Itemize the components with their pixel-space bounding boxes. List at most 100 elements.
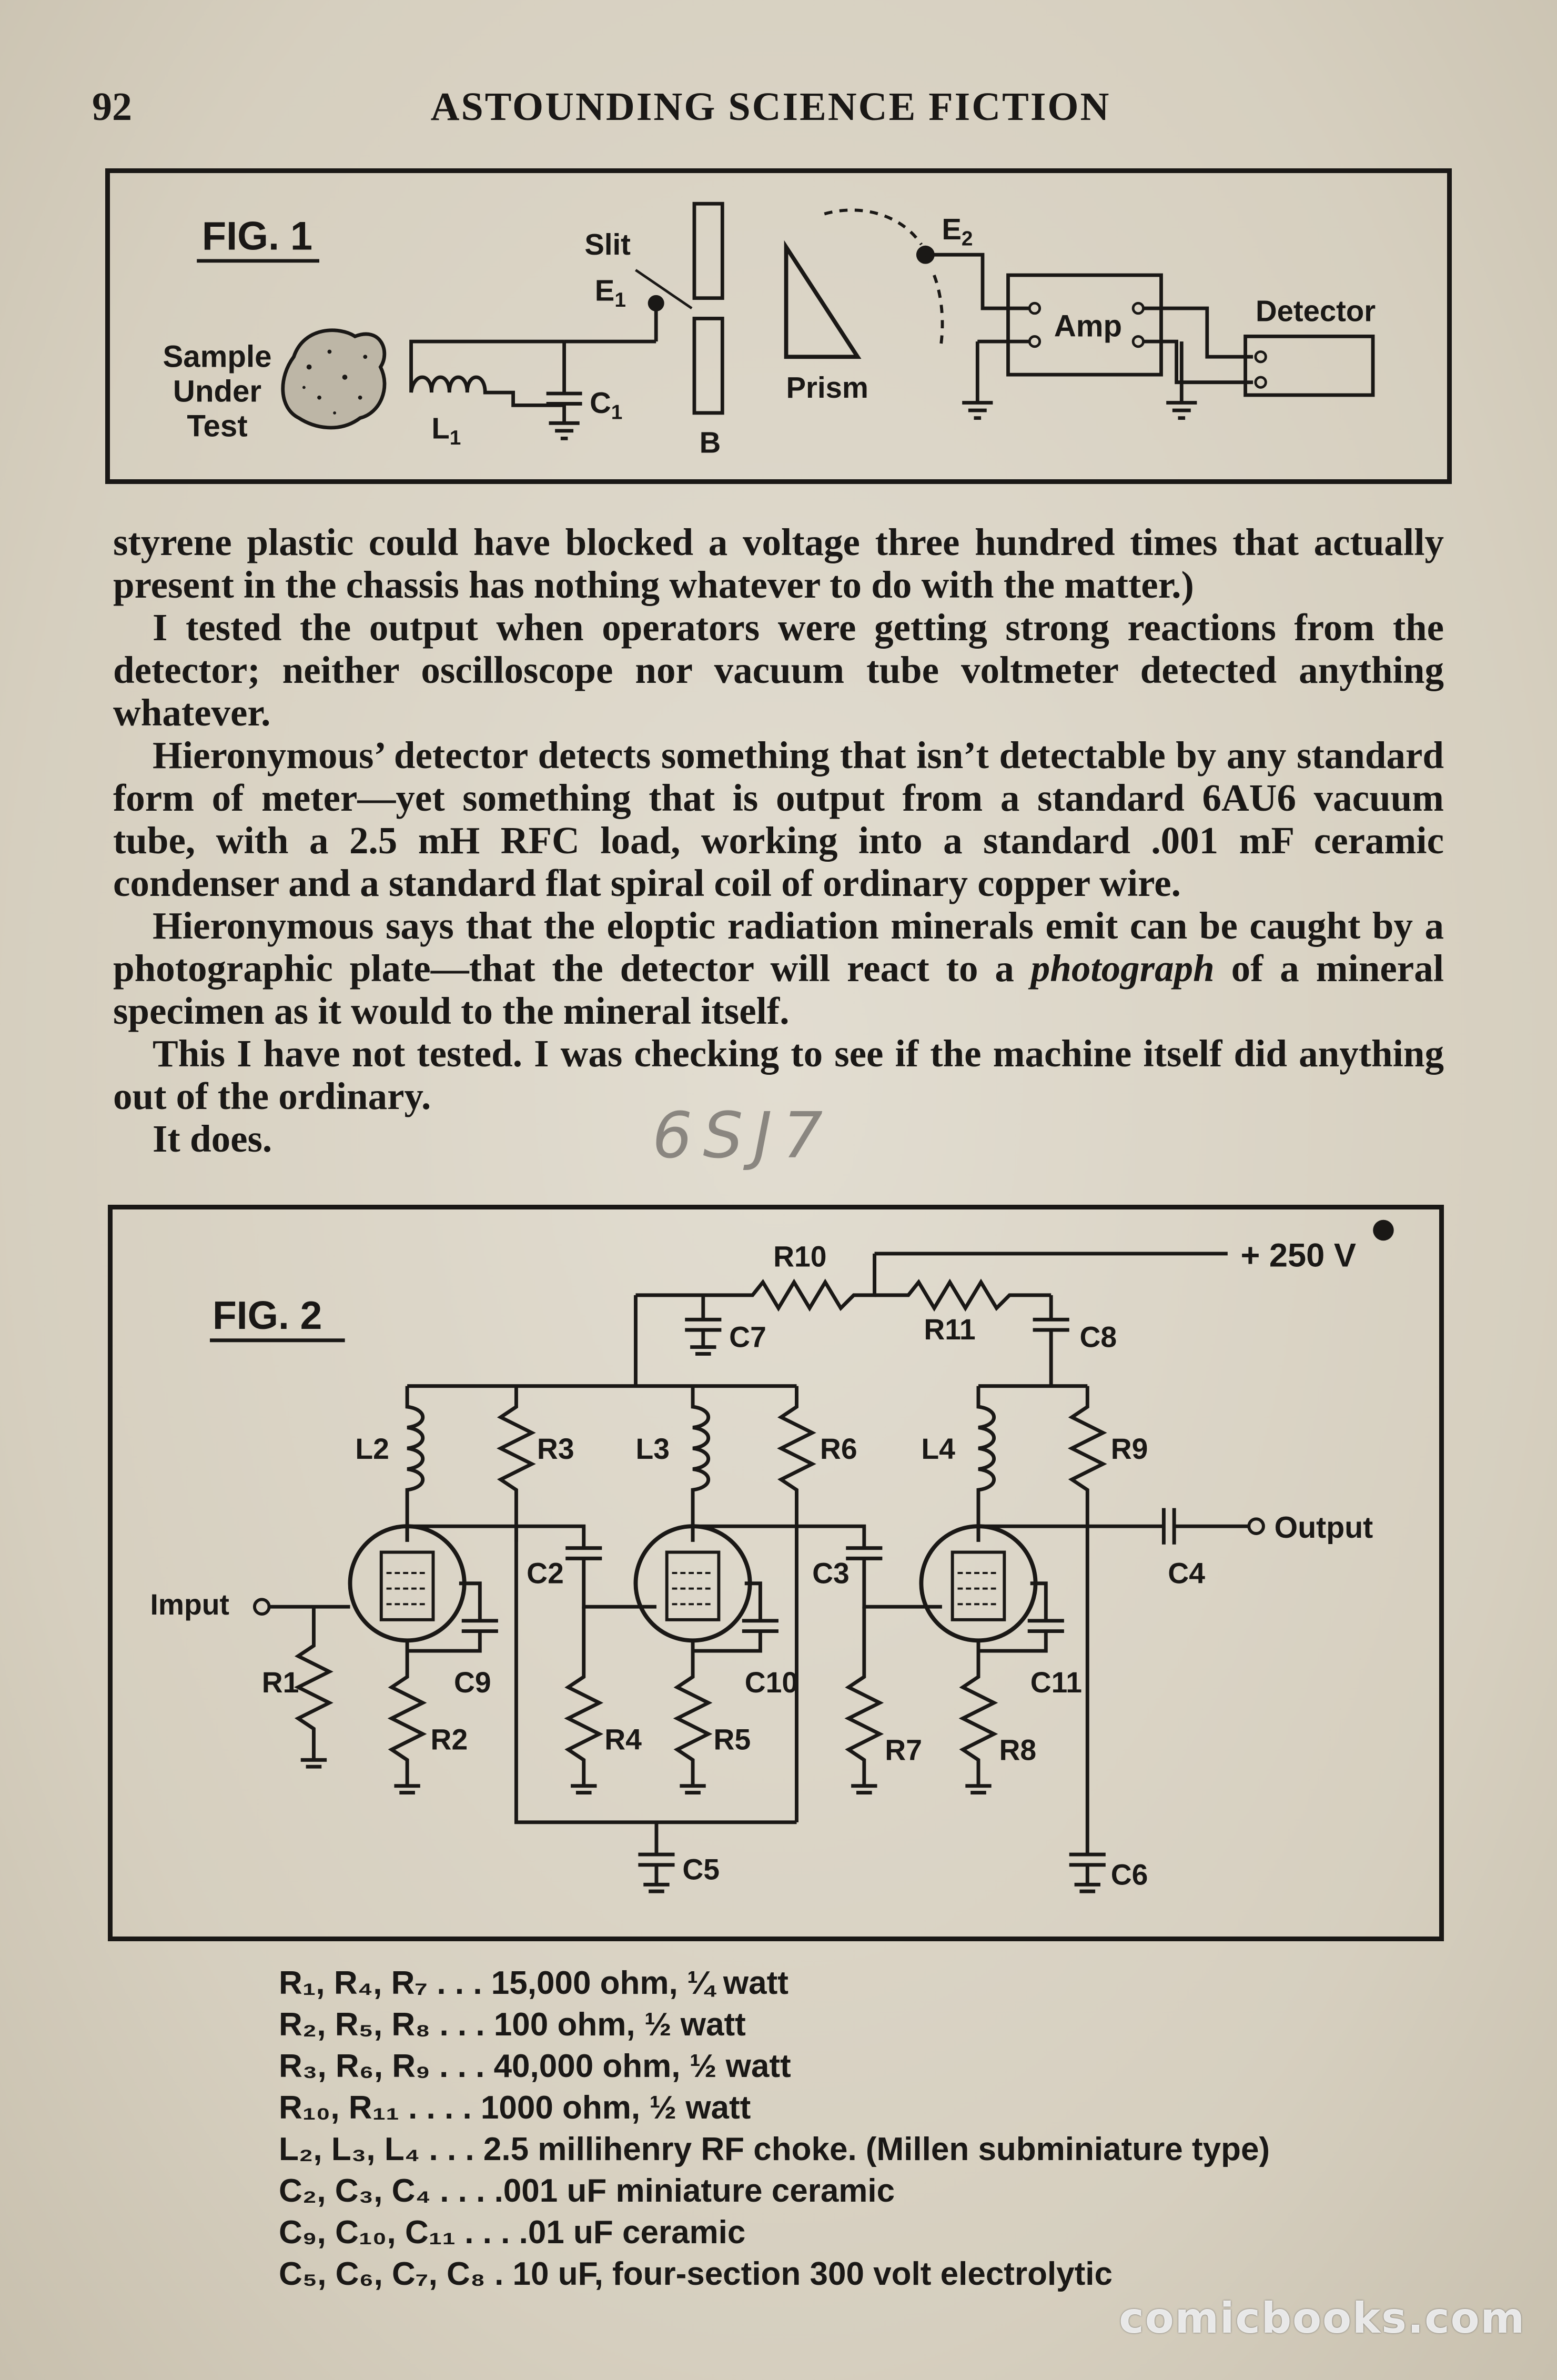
slit-pointer: [635, 269, 693, 310]
resistor-r9-icon: [1067, 1386, 1107, 1527]
watermark: comicbooks.com: [1119, 2294, 1525, 2343]
label-input: Imput: [150, 1588, 229, 1621]
parts-list-row: R₁₀, R₁₁ . . . . 1000 ohm, ½ watt: [279, 2090, 751, 2126]
choke-l3-icon: [691, 1386, 710, 1542]
label-r10: R10: [773, 1241, 826, 1273]
label-r8: R8: [999, 1733, 1036, 1766]
label-c1: C1: [590, 386, 622, 424]
fig1-sample-line-3: Test: [187, 409, 247, 443]
label-c9: C9: [454, 1666, 491, 1699]
resistor-r8-icon: [958, 1640, 998, 1786]
vacuum-tube-2: [633, 1524, 752, 1643]
e2-scan-arc-upper: [824, 208, 923, 246]
label-e1: E1: [595, 274, 626, 312]
parts-list-row: C₅, C₆, C₇, C₈ . 10 uF, four-section 300…: [279, 2256, 1113, 2292]
label-l1: L1: [431, 411, 461, 449]
slit-plate-lower: [692, 317, 724, 415]
page-number: 92: [92, 85, 132, 129]
vacuum-tube-3: [919, 1524, 1038, 1643]
paragraph-3: Hieronymous’ detector detects something …: [113, 734, 1444, 904]
label-r7: R7: [885, 1733, 922, 1766]
paragraph-6: It does.: [153, 1117, 272, 1160]
label-supply: + 250 V: [1240, 1237, 1356, 1274]
supply-terminal: [1373, 1219, 1394, 1241]
label-r6: R6: [820, 1433, 857, 1465]
label-prism: Prism: [786, 371, 868, 404]
figure-1-diagram: FIG. 1 Sample Under Test L1: [163, 201, 1376, 459]
running-head: ASTOUNDING SCIENCE FICTION: [430, 85, 1111, 129]
electrode-e1: [648, 295, 664, 311]
label-r2: R2: [431, 1723, 468, 1756]
label-output: Output: [1275, 1511, 1373, 1545]
coil-l1-icon: [409, 375, 564, 407]
stage1-screen-bus: [514, 1526, 797, 1824]
label-c3: C3: [812, 1557, 850, 1590]
label-c11: C11: [1030, 1666, 1082, 1699]
amplifier-box: [1006, 273, 1163, 377]
fig1-title: FIG. 1: [202, 215, 312, 259]
resistor-r6-icon: [777, 1386, 816, 1527]
label-l2: L2: [355, 1433, 389, 1465]
fig1-sample-line-2: Under: [173, 375, 261, 409]
label-r1: R1: [262, 1666, 299, 1699]
choke-l2-icon: [405, 1386, 424, 1542]
label-c6: C6: [1111, 1858, 1148, 1891]
vacuum-tube-1: [348, 1524, 467, 1643]
fig1-detector-wire-b: [1143, 339, 1253, 385]
fig1-wire-top: [409, 339, 564, 393]
label-b: B: [700, 426, 721, 459]
figure-1: FIG. 1 Sample Under Test L1: [105, 168, 1452, 484]
label-c7: C7: [729, 1321, 766, 1354]
choke-l4-icon: [976, 1386, 996, 1542]
label-l3: L3: [635, 1433, 669, 1465]
figure-2: FIG. 2 + 250 V R10 R11 C7 C8: [108, 1205, 1444, 1941]
sample-texture: [302, 349, 368, 415]
label-slit: Slit: [584, 228, 631, 261]
paragraph-5: This I have not tested. I was checking t…: [113, 1032, 1444, 1117]
resistor-r5-icon: [673, 1640, 713, 1786]
parts-list: R₁, R₄, R₇ . . . 15,000 ohm, ¼ watt R₂, …: [279, 1962, 1436, 2295]
label-r5: R5: [714, 1723, 751, 1756]
page-header: 92 ASTOUNDING SCIENCE FICTION: [92, 79, 1449, 137]
label-c2: C2: [527, 1557, 564, 1590]
fig1-sample-line-1: Sample: [163, 340, 272, 374]
detector-box: [1243, 335, 1375, 397]
label-r9: R9: [1111, 1433, 1148, 1465]
input-terminal: [252, 1598, 271, 1616]
article-body: styrene plastic could have blocked a vol…: [113, 521, 1444, 1160]
parts-list-row: C₉, C₁₀, C₁₁ . . . .01 uF ceramic: [279, 2214, 746, 2251]
label-r11: R11: [924, 1313, 975, 1346]
label-c8: C8: [1079, 1321, 1117, 1354]
paragraph-2: I tested the output when operators were …: [113, 606, 1444, 734]
resistor-r1-icon: [294, 1607, 333, 1760]
label-r3: R3: [537, 1433, 574, 1465]
fig2-title: FIG. 2: [213, 1293, 322, 1337]
resistor-r3-icon: [497, 1386, 536, 1542]
parts-list-row: R₃, R₆, R₉ . . . 40,000 ohm, ½ watt: [279, 2048, 791, 2084]
parts-list-row: R₁, R₄, R₇ . . . 15,000 ohm, ¼ watt: [279, 1965, 788, 2001]
label-c4: C4: [1168, 1557, 1205, 1590]
resistor-r7-icon: [844, 1607, 884, 1786]
figure-2-schematic: FIG. 2 + 250 V R10 R11 C7 C8: [150, 1219, 1394, 1893]
label-c10: C10: [745, 1666, 798, 1699]
output-terminal: [1247, 1517, 1265, 1535]
parts-list-row: L₂, L₃, L₄ . . . 2.5 millihenry RF choke…: [279, 2131, 1270, 2167]
fig1-amp-input-wire-a: [925, 253, 1029, 310]
resistor-r4-icon: [564, 1607, 604, 1786]
fig1-detector-wire-a: [1143, 306, 1253, 359]
label-l4: L4: [921, 1433, 955, 1465]
label-detector: Detector: [1256, 294, 1376, 327]
paragraph-4: Hieronymous says that the eloptic radiat…: [113, 904, 1444, 1032]
italic-emphasis: photograph: [1030, 947, 1215, 990]
slit-plate-upper: [692, 201, 724, 300]
label-r4: R4: [604, 1723, 642, 1756]
resistor-r10-icon: [635, 1253, 877, 1312]
parts-list-row: C₂, C₃, C₄ . . . .001 uF miniature ceram…: [279, 2173, 895, 2209]
label-c5: C5: [682, 1853, 720, 1885]
resistor-r11-icon: [874, 1278, 1052, 1312]
label-amp: Amp: [1054, 309, 1122, 343]
sample-specimen: [281, 328, 387, 430]
parts-list-row: R₂, R₅, R₈ . . . 100 ohm, ½ watt: [279, 2006, 746, 2043]
e2-scan-arc-lower: [933, 274, 944, 347]
